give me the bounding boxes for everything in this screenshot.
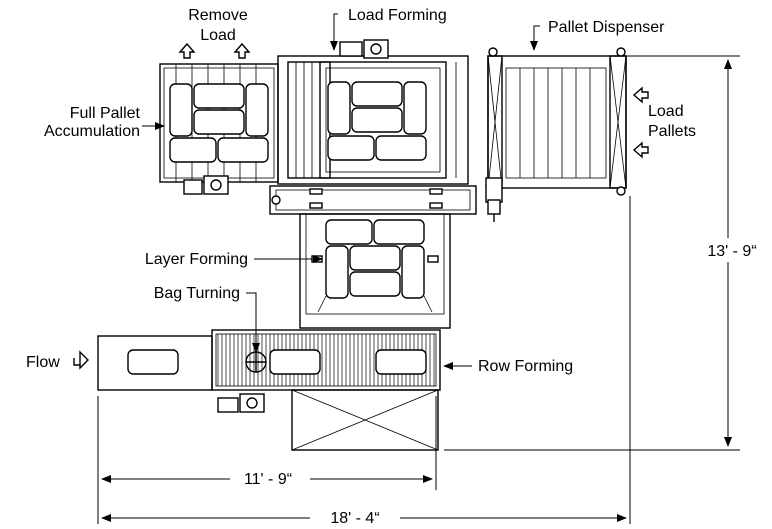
row-forming-label: Row Forming — [478, 358, 573, 375]
full-pallet-accumulation-label-line2: Accumulation — [44, 123, 140, 140]
remove-load-label-line1: Remove — [188, 7, 248, 24]
flow-label: Flow — [26, 354, 60, 371]
dispenser-motor — [485, 177, 503, 222]
total-width-dimension: 18' - 4“ — [101, 196, 631, 527]
accumulation-bags — [169, 83, 269, 163]
dispenser-pallet-slats — [519, 68, 591, 178]
load-forming-label: Load Forming — [348, 7, 447, 24]
load-pallets-arrows — [632, 86, 649, 159]
lower-x-box — [291, 389, 439, 451]
row-forming-motor — [217, 393, 265, 413]
accumulation-motor — [183, 175, 229, 195]
row-forming-conveyor — [211, 329, 441, 413]
bag-turning-label: Bag Turning — [154, 285, 240, 302]
layer-forming-section — [269, 185, 477, 329]
load-pallets-label-line2: Pallets — [648, 123, 696, 140]
load-forming-section — [277, 39, 469, 185]
layer-forming-bags — [325, 219, 425, 299]
remove-load-label-line2: Load — [200, 27, 236, 44]
total-width-dimension-label: 18' - 4“ — [330, 510, 379, 527]
remove-load-arrows — [178, 42, 251, 59]
dispenser-left-x-box — [487, 55, 503, 189]
load-forming-bags — [327, 81, 427, 161]
height-dimension-label: 13' - 9“ — [707, 243, 756, 260]
height-dimension: 13' - 9“ — [444, 55, 770, 451]
pallet-dispenser-label: Pallet Dispenser — [548, 19, 665, 36]
infeed-conveyor — [97, 335, 213, 391]
flow-arrow-icon — [73, 350, 89, 370]
pallet-dispenser-section — [485, 47, 627, 222]
partial-width-dimension-label: 11' - 9“ — [244, 471, 292, 488]
load-pallets-label-line1: Load — [648, 103, 684, 120]
layer-forming-label: Layer Forming — [145, 251, 248, 268]
dispenser-right-x-box — [609, 55, 627, 189]
load-forming-motor — [339, 39, 389, 59]
full-pallet-accumulation-label-line1: Full Pallet — [70, 105, 141, 122]
partial-width-dimension: 11' - 9“ — [97, 396, 437, 524]
full-pallet-accumulation-section — [159, 63, 279, 195]
bag-turning-device — [245, 351, 267, 373]
